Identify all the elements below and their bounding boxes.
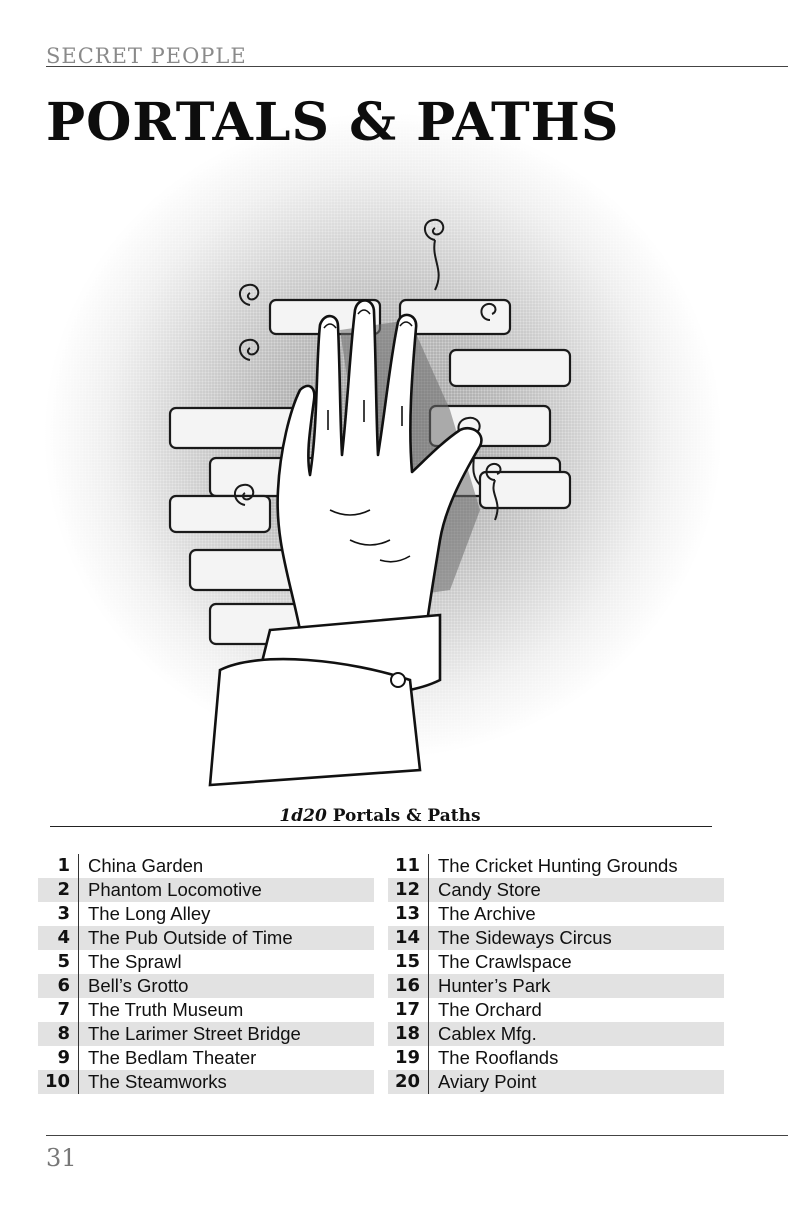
running-head: Secret People	[46, 44, 247, 68]
table-row: 8 The Larimer Street Bridge	[38, 1022, 374, 1046]
hand-on-brick-wall-illustration	[168, 218, 572, 787]
table-row: 12 Candy Store	[388, 878, 724, 902]
table-caption: 1d20 Portals & Paths	[50, 806, 710, 826]
roll-entry: The Larimer Street Bridge	[88, 1023, 301, 1044]
roll-number: 8	[38, 1022, 79, 1046]
roll-number: 1	[38, 854, 79, 878]
footer-divider	[46, 1135, 788, 1136]
roll-entry: The Sprawl	[88, 951, 182, 972]
roll-number: 5	[38, 950, 79, 974]
roll-entry: Bell’s Grotto	[88, 975, 189, 996]
table-row: 18 Cablex Mfg.	[388, 1022, 724, 1046]
table-row: 4 The Pub Outside of Time	[38, 926, 374, 950]
roll-entry: The Crawlspace	[438, 951, 572, 972]
roll-entry: Cablex Mfg.	[438, 1023, 537, 1044]
roll-table-right: 11 The Cricket Hunting Grounds 12 Candy St…	[388, 854, 724, 1094]
roll-number: 4	[38, 926, 79, 950]
table-row: 6 Bell’s Grotto	[38, 974, 374, 998]
table-row: 17 The Orchard	[388, 998, 724, 1022]
table-caption-text: Portals & Paths	[332, 806, 481, 826]
roll-number: 10	[38, 1070, 79, 1094]
roll-entry: Candy Store	[438, 879, 541, 900]
roll-number: 20	[388, 1070, 429, 1094]
caption-divider	[50, 826, 712, 827]
roll-number: 19	[388, 1046, 429, 1070]
table-row: 1 China Garden	[38, 854, 374, 878]
roll-number: 13	[388, 902, 429, 926]
roll-number: 18	[388, 1022, 429, 1046]
roll-entry: China Garden	[88, 855, 204, 876]
roll-entry: The Truth Museum	[88, 999, 244, 1020]
roll-entry: Aviary Point	[438, 1071, 537, 1092]
roll-entry: The Orchard	[438, 999, 542, 1020]
table-row: 16 Hunter’s Park	[388, 974, 724, 998]
table-row: 15 The Crawlspace	[388, 950, 724, 974]
roll-number: 17	[388, 998, 429, 1022]
roll-entry: Hunter’s Park	[438, 975, 551, 996]
roll-entry: Phantom Locomotive	[88, 879, 262, 900]
roll-number: 12	[388, 878, 429, 902]
roll-number: 11	[388, 854, 429, 878]
roll-number: 9	[38, 1046, 79, 1070]
roll-number: 6	[38, 974, 79, 998]
table-row: 13 The Archive	[388, 902, 724, 926]
roll-number: 16	[388, 974, 429, 998]
table-row: 20 Aviary Point	[388, 1070, 724, 1094]
table-row: 7 The Truth Museum	[38, 998, 374, 1022]
table-row: 5 The Sprawl	[38, 950, 374, 974]
roll-number: 14	[388, 926, 429, 950]
table-row: 11 The Cricket Hunting Grounds	[388, 854, 724, 878]
table-row: 3 The Long Alley	[38, 902, 374, 926]
roll-entry: The Pub Outside of Time	[88, 927, 293, 948]
page-number: 31	[46, 1144, 77, 1172]
roll-entry: The Rooflands	[438, 1047, 559, 1068]
roll-entry: The Long Alley	[88, 903, 211, 924]
page-title: Portals & Paths	[46, 92, 620, 153]
roll-number: 15	[388, 950, 429, 974]
roll-entry: The Sideways Circus	[438, 927, 612, 948]
roll-number: 3	[38, 902, 79, 926]
table-caption-die: 1d20	[279, 806, 327, 826]
roll-number: 2	[38, 878, 79, 902]
roll-number: 7	[38, 998, 79, 1022]
roll-entry: The Bedlam Theater	[88, 1047, 257, 1068]
table-row: 10 The Steamworks	[38, 1070, 374, 1094]
roll-entry: The Archive	[438, 903, 536, 924]
roll-entry: The Steamworks	[88, 1071, 227, 1092]
header-divider	[46, 66, 788, 67]
table-row: 19 The Rooflands	[388, 1046, 724, 1070]
table-row: 9 The Bedlam Theater	[38, 1046, 374, 1070]
table-row: 14 The Sideways Circus	[388, 926, 724, 950]
table-row: 2 Phantom Locomotive	[38, 878, 374, 902]
roll-entry: The Cricket Hunting Grounds	[438, 855, 678, 876]
